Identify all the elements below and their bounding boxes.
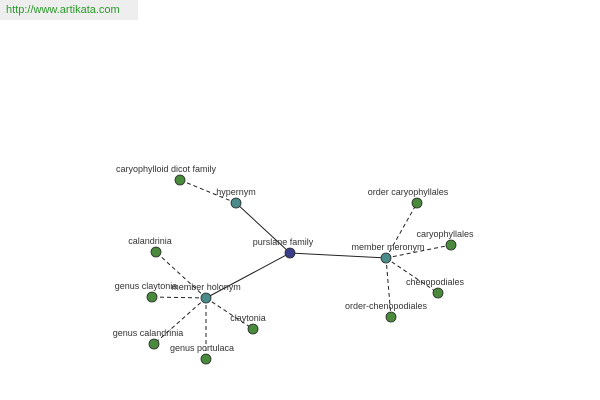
node-label-chenopodiales: chenopodiales bbox=[406, 277, 465, 287]
node-dot-order_caryo[interactable] bbox=[411, 197, 423, 209]
node-dot-chenopodiales[interactable] bbox=[432, 287, 444, 299]
edge-meronym-order_cheno bbox=[385, 257, 392, 318]
node-order_cheno[interactable]: order-chenopodiales bbox=[345, 301, 428, 323]
node-genus_claytonia[interactable]: genus claytonia bbox=[115, 281, 178, 303]
node-label-calandrinia: calandrinia bbox=[128, 236, 172, 246]
node-chenopodiales[interactable]: chenopodiales bbox=[406, 277, 465, 299]
node-claytonia[interactable]: claytonia bbox=[230, 313, 266, 335]
edge-purslane-holonym bbox=[205, 252, 291, 299]
edges-layer bbox=[151, 179, 452, 359]
edge-meronym-order_caryo bbox=[385, 202, 418, 259]
node-dot-caryo_dicot[interactable] bbox=[174, 174, 186, 186]
edge-purslane-hypernym bbox=[235, 202, 291, 254]
nodes-layer: purslane family hypernym member meronym mem… bbox=[113, 164, 474, 365]
node-label-genus_calandrinia: genus calandrinia bbox=[113, 328, 184, 338]
node-dot-genus_claytonia[interactable] bbox=[146, 291, 158, 303]
node-caryophyllales[interactable]: caryophyllales bbox=[416, 229, 474, 251]
node-label-holonym: member holonym bbox=[171, 282, 241, 292]
node-calandrinia[interactable]: calandrinia bbox=[128, 236, 172, 258]
node-meronym[interactable]: member meronym bbox=[351, 242, 425, 264]
node-dot-genus_portulaca[interactable] bbox=[200, 353, 212, 365]
node-holonym[interactable]: member holonym bbox=[171, 282, 241, 304]
node-dot-claytonia[interactable] bbox=[247, 323, 259, 335]
node-dot-caryophyllales[interactable] bbox=[445, 239, 457, 251]
node-hypernym[interactable]: hypernym bbox=[216, 187, 256, 209]
site-url-banner[interactable]: http://www.artikata.com bbox=[0, 0, 138, 20]
edge-meronym-chenopodiales bbox=[385, 257, 439, 294]
edge-holonym-genus_calandrinia bbox=[153, 297, 207, 345]
node-label-purslane: purslane family bbox=[253, 237, 314, 247]
node-label-order_cheno: order-chenopodiales bbox=[345, 301, 428, 311]
node-dot-hypernym[interactable] bbox=[230, 197, 242, 209]
node-label-genus_portulaca: genus portulaca bbox=[170, 343, 234, 353]
edge-holonym-claytonia bbox=[205, 297, 254, 330]
edge-purslane-meronym bbox=[289, 252, 387, 259]
node-label-claytonia: claytonia bbox=[230, 313, 266, 323]
node-dot-meronym[interactable] bbox=[380, 252, 392, 264]
node-caryo_dicot[interactable]: caryophylloid dicot family bbox=[116, 164, 217, 186]
node-dot-genus_calandrinia[interactable] bbox=[148, 338, 160, 350]
node-dot-calandrinia[interactable] bbox=[150, 246, 162, 258]
node-dot-order_cheno[interactable] bbox=[385, 311, 397, 323]
node-dot-holonym[interactable] bbox=[200, 292, 212, 304]
node-label-order_caryo: order caryophyllales bbox=[368, 187, 449, 197]
node-order_caryo[interactable]: order caryophyllales bbox=[368, 187, 449, 209]
node-genus_calandrinia[interactable]: genus calandrinia bbox=[113, 328, 184, 350]
edge-hypernym-caryo_dicot bbox=[179, 179, 237, 204]
edge-holonym-calandrinia bbox=[155, 251, 207, 299]
node-genus_portulaca[interactable]: genus portulaca bbox=[170, 343, 234, 365]
node-purslane[interactable]: purslane family bbox=[253, 237, 314, 259]
edge-holonym-genus_claytonia bbox=[151, 296, 207, 299]
node-dot-purslane[interactable] bbox=[284, 247, 296, 259]
node-label-genus_claytonia: genus claytonia bbox=[115, 281, 178, 291]
node-label-caryo_dicot: caryophylloid dicot family bbox=[116, 164, 217, 174]
node-label-hypernym: hypernym bbox=[216, 187, 256, 197]
node-label-caryophyllales: caryophyllales bbox=[416, 229, 474, 239]
node-label-meronym: member meronym bbox=[351, 242, 424, 252]
